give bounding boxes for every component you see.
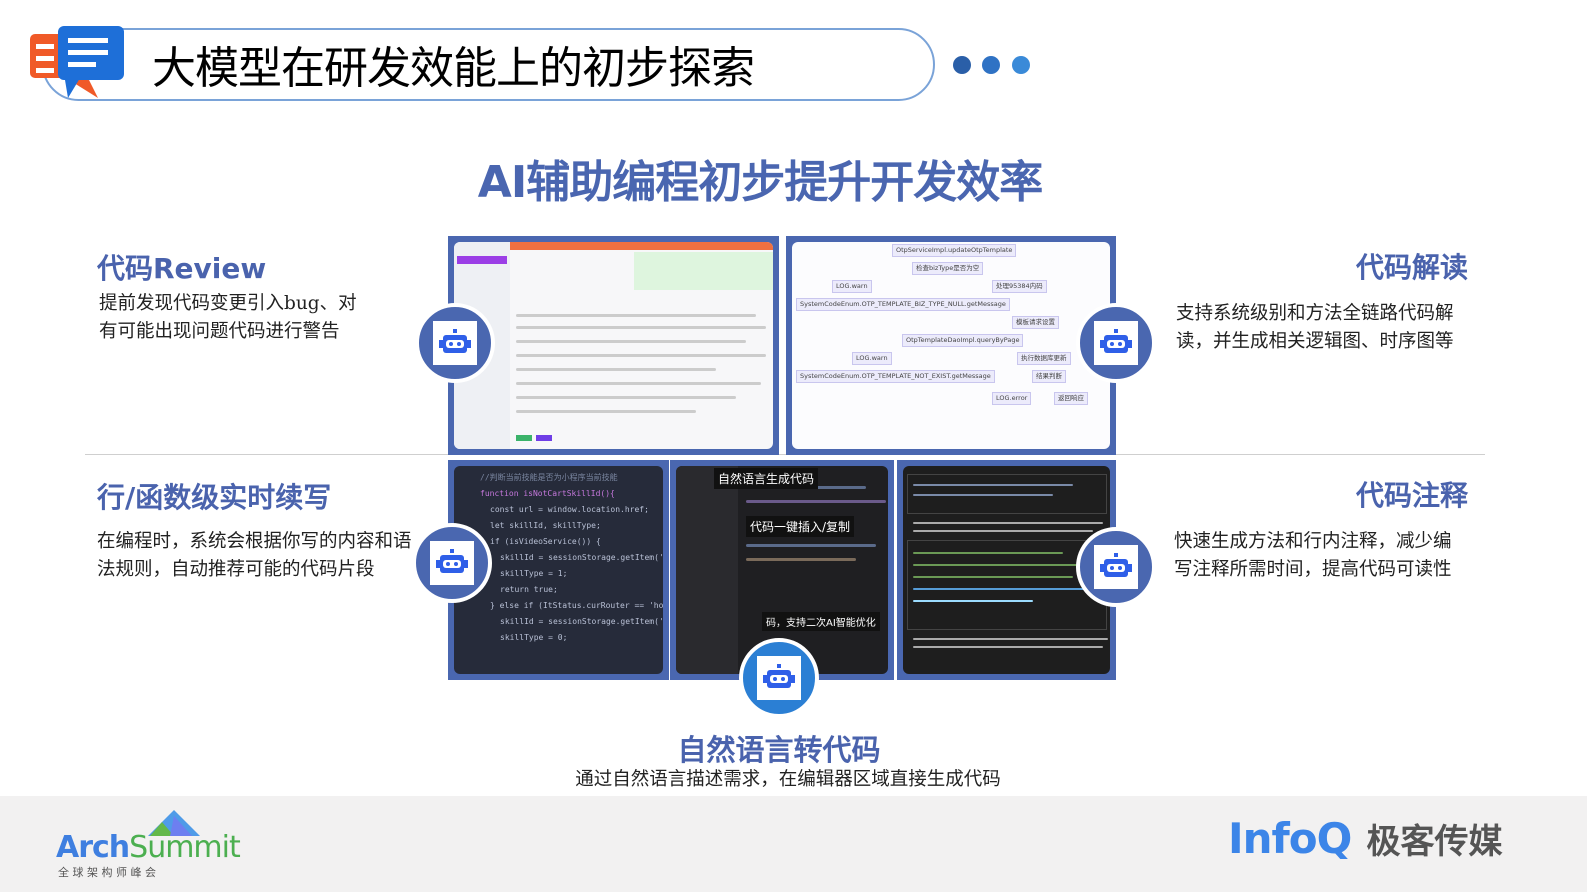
dot-1 <box>953 56 971 74</box>
archsummit-logo-text: ArchSummit <box>56 830 241 865</box>
flow-node: 检查bizType是否为空 <box>912 262 984 275</box>
slide-title: 大模型在研发效能上的初步探索 <box>152 43 755 94</box>
flow-node: OtpServiceImpl.updateOtpTemplate <box>892 244 1017 257</box>
code-line: skillType = 0; <box>500 633 568 642</box>
code-line: return true; <box>500 585 558 594</box>
nl2code-tag: 代码一键插入/复制 <box>746 516 855 537</box>
comment-desc-line: 快速生成方法和行内注释，减少编 <box>1174 531 1452 552</box>
infoq-logo-text: InfoQ <box>1228 814 1352 863</box>
nl2code-tag: 码，支持二次AI智能优化 <box>762 612 880 631</box>
infoq-logo: InfoQ 极客传媒 <box>1228 814 1502 863</box>
chat-bubble-icon <box>28 24 128 98</box>
interpret-desc-line: 支持系统级别和方法全链路代码解 <box>1176 303 1454 324</box>
robot-icon <box>412 523 492 603</box>
interpret-desc-line: 读，并生成相关逻辑图、时序图等 <box>1176 331 1454 352</box>
footer: ArchSummit 全 球 架 构 师 峰 会 InfoQ 极客传媒 <box>0 796 1587 892</box>
nl2code-tag: 自然语言生成代码 <box>714 468 819 489</box>
flow-node: 执行数据库更新 <box>1017 352 1071 365</box>
nl2code-desc: 通过自然语言描述需求，在编辑器区域直接生成代码 <box>575 769 1001 790</box>
archsummit-logo: ArchSummit 全 球 架 构 师 峰 会 <box>56 808 241 884</box>
robot-icon <box>1076 303 1156 383</box>
comment-desc: 快速生成方法和行内注释，减少编 写注释所需时间，提高代码可读性 <box>1174 528 1452 584</box>
archsummit-logo-sub: 全 球 架 构 师 峰 会 <box>58 866 156 879</box>
flow-node: 模板请求设置 <box>1012 316 1059 329</box>
completion-desc-line: 法规则，自动推荐可能的代码片段 <box>97 559 375 580</box>
code-line: function isNotCartSkillId(){ <box>480 489 615 498</box>
infoq-logo-cn: 极客传媒 <box>1366 822 1503 862</box>
dot-3 <box>1012 56 1030 74</box>
completion-desc: 在编程时，系统会根据你写的内容和语 法规则，自动推荐可能的代码片段 <box>97 528 412 584</box>
comment-desc-line: 写注释所需时间，提高代码可读性 <box>1174 559 1452 580</box>
robot-icon <box>1076 527 1156 607</box>
flow-node: 结果判断 <box>1032 370 1066 383</box>
flow-node: SystemCodeEnum.OTP_TEMPLATE_NOT_EXIST.ge… <box>796 370 995 383</box>
completion-screenshot: //判断当前技能是否为小程序当前技能 function isNotCartSkil… <box>448 460 669 680</box>
completion-desc-line: 在编程时，系统会根据你写的内容和语 <box>97 531 412 552</box>
review-desc-line: 提前发现代码变更引入bug、对 <box>99 293 357 314</box>
review-desc: 提前发现代码变更引入bug、对 有可能出现问题代码进行警告 <box>99 290 357 346</box>
code-line: if (isVideoService()) { <box>490 537 601 546</box>
review-desc-line: 有可能出现问题代码进行警告 <box>99 321 340 342</box>
code-line: let skillId, skillType; <box>490 521 601 530</box>
code-line: skillId = sessionStorage.getItem('qaWeCh… <box>500 617 663 626</box>
review-screenshot <box>448 236 779 455</box>
flow-node: 返回响应 <box>1054 392 1088 405</box>
code-line: //判断当前技能是否为小程序当前技能 <box>480 473 618 482</box>
flow-node: LOG.warn <box>832 280 872 293</box>
robot-icon <box>739 638 819 718</box>
robot-icon <box>415 303 495 383</box>
interpret-desc: 支持系统级别和方法全链路代码解 读，并生成相关逻辑图、时序图等 <box>1176 300 1454 356</box>
review-title: 代码Review <box>97 252 267 285</box>
comment-title: 代码注释 <box>1355 479 1468 512</box>
divider <box>85 454 1485 455</box>
completion-title: 行/函数级实时续写 <box>97 481 332 514</box>
flow-node: SystemCodeEnum.OTP_TEMPLATE_BIZ_TYPE_NUL… <box>796 298 1010 311</box>
dot-2 <box>982 56 1000 74</box>
flow-node: OtpTemplateDaoImpl.queryByPage <box>902 334 1024 347</box>
interpret-title: 代码解读 <box>1355 251 1468 284</box>
code-line: skillId = sessionStorage.getItem('videoS… <box>500 553 663 562</box>
code-line: } else if (ItStatus.curRouter == 'home.q… <box>490 601 663 610</box>
interpret-screenshot: OtpServiceImpl.updateOtpTemplate 检查bizTyp… <box>786 236 1116 455</box>
nl2code-title: 自然语言转代码 <box>677 733 881 767</box>
code-line: skillType = 1; <box>500 569 568 578</box>
flow-node: 处理95384内码 <box>992 280 1047 293</box>
code-line: const url = window.location.href; <box>490 505 649 514</box>
flow-node: LOG.warn <box>852 352 892 365</box>
flow-node: LOG.error <box>992 392 1032 405</box>
subtitle: AI辅助编程初步提升开发效率 <box>477 157 1043 208</box>
